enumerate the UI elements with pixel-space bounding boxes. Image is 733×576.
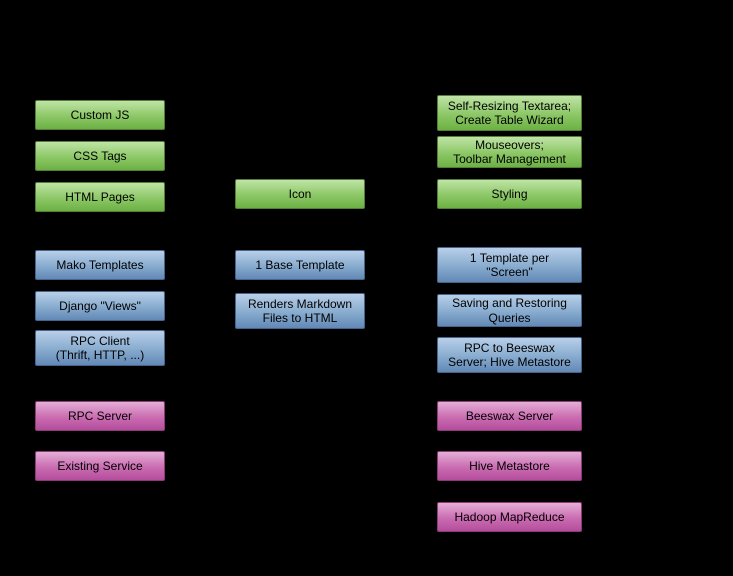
node-icon: Icon (235, 179, 365, 209)
node-custom-js: Custom JS (35, 100, 165, 130)
node-django-views: Django "Views" (35, 291, 165, 321)
node-mouseovers: Mouseovers; Toolbar Management (437, 136, 582, 168)
node-beeswax-server: Beeswax Server (437, 401, 582, 431)
node-template-per-screen: 1 Template per "Screen" (437, 247, 582, 283)
node-hive-metastore: Hive Metastore (437, 451, 582, 481)
node-self-resizing: Self-Resizing Textarea; Create Table Wiz… (437, 95, 582, 131)
node-rpc-beeswax: RPC to Beeswax Server; Hive Metastore (437, 337, 582, 373)
node-base-template: 1 Base Template (235, 250, 365, 280)
node-existing-service: Existing Service (35, 451, 165, 481)
node-css-tags: CSS Tags (35, 141, 165, 171)
node-mako-templates: Mako Templates (35, 250, 165, 280)
node-rpc-server: RPC Server (35, 401, 165, 431)
node-rpc-client: RPC Client (Thrift, HTTP, ...) (35, 330, 165, 366)
node-html-pages: HTML Pages (35, 182, 165, 212)
node-renders-markdown: Renders Markdown Files to HTML (235, 293, 365, 329)
node-saving-queries: Saving and Restoring Queries (437, 294, 582, 327)
node-styling: Styling (437, 179, 582, 209)
node-hadoop-mapreduce: Hadoop MapReduce (437, 502, 582, 532)
